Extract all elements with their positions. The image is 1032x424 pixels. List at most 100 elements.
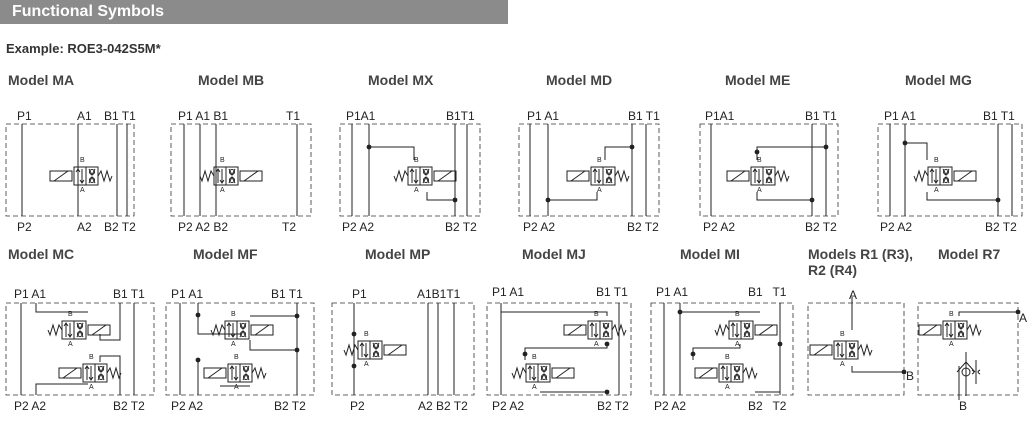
- port-label: A: [1019, 311, 1028, 325]
- valve-port-label: A: [594, 341, 599, 348]
- port-label: A: [849, 288, 858, 302]
- port-label: B2 T2: [104, 220, 136, 234]
- valve-port-label: B: [735, 311, 740, 318]
- solenoid-coil: [383, 344, 407, 356]
- valve-envelope: [833, 340, 847, 360]
- solenoid-valve-symbol: [203, 363, 267, 383]
- manifold-outline: [170, 123, 312, 217]
- junction-dot: [777, 341, 783, 347]
- valve-port-label: B: [597, 157, 602, 164]
- solenoid-coil: [566, 170, 590, 182]
- solenoid-coil: [203, 367, 227, 379]
- model-title-mb: Model MB: [198, 72, 265, 88]
- manifold-outline: [339, 123, 481, 217]
- flow-line: [249, 340, 297, 351]
- section-title: Functional Symbols: [12, 3, 165, 20]
- flow-line: [35, 303, 88, 313]
- model-title-mi: Model MI: [680, 246, 740, 262]
- flow-line: [604, 146, 632, 160]
- port-label: T1: [286, 109, 301, 123]
- valve-port-label: A: [532, 384, 537, 391]
- junction-dot: [294, 313, 300, 319]
- solenoid-coil: [563, 324, 587, 336]
- spring: [913, 169, 929, 183]
- model-title-mf: Model MF: [193, 246, 258, 262]
- flow-line: [548, 192, 598, 201]
- flow-line: [958, 311, 1018, 316]
- port-label: B2 T2: [805, 220, 837, 234]
- solenoid-coil: [918, 324, 942, 336]
- valve-port-label: A: [840, 361, 845, 368]
- example-code: Example: ROE3-042S5M*: [6, 41, 161, 56]
- model-title-me: Model ME: [725, 72, 791, 88]
- solenoid-valve-symbol: [913, 166, 977, 186]
- spring: [343, 343, 359, 357]
- solenoid-valve-symbol: [49, 166, 113, 186]
- valve-port-label: A: [89, 384, 94, 391]
- solenoid-valve-symbol: [809, 340, 873, 360]
- manifold-outline: [917, 302, 1019, 396]
- port-label: P1 A1 B1: [178, 109, 229, 123]
- valve-port-label: A: [757, 187, 762, 194]
- port-label: P1: [352, 287, 367, 301]
- spring: [97, 169, 113, 183]
- spring: [714, 323, 730, 337]
- port-label: B2 T2: [274, 399, 306, 413]
- solenoid-valve-symbol: [199, 166, 263, 186]
- solenoid-coil: [953, 170, 977, 182]
- port-label: A1B1T1: [417, 287, 461, 301]
- flow-line: [501, 311, 608, 316]
- junction-dot: [1015, 309, 1021, 315]
- valve-port-label: A: [597, 187, 602, 194]
- flow-line: [904, 124, 928, 160]
- flow-line: [926, 192, 998, 201]
- valve-port-label: A: [414, 187, 419, 194]
- junction-dot: [351, 363, 357, 369]
- junction-dot: [351, 331, 357, 337]
- port-label: P1A1: [705, 109, 735, 123]
- port-label: P2 A2: [171, 399, 204, 413]
- flow-line: [679, 303, 760, 313]
- port-label: A2: [77, 220, 92, 234]
- valve-envelope: [224, 320, 238, 340]
- flow-lines: [20, 124, 1021, 400]
- junction-dot: [545, 197, 551, 203]
- valve-port-label: B: [414, 157, 419, 164]
- port-label: B2 T2: [445, 220, 477, 234]
- solenoid-valve-symbol: [511, 363, 575, 383]
- valve-envelope: [927, 166, 941, 186]
- solenoid-coil: [551, 367, 575, 379]
- valve-port-label: A: [934, 187, 939, 194]
- valve-envelope: [537, 363, 551, 383]
- valve-port-label: A: [725, 384, 730, 391]
- port-label: P1 A1: [527, 109, 560, 123]
- valve-envelope: [61, 320, 75, 340]
- valve-port-label: B: [364, 331, 369, 338]
- valve-port-label: B: [89, 354, 94, 361]
- solenoid-coil: [58, 367, 82, 379]
- solenoid-coil: [250, 324, 274, 336]
- flow-line: [851, 366, 904, 373]
- valve-port-label: A: [220, 187, 225, 194]
- valve-port-label: A: [735, 341, 740, 348]
- junction-dot: [901, 369, 907, 375]
- port-label: B1 T1: [628, 109, 660, 123]
- solenoid-valve-symbol: [210, 320, 274, 340]
- flow-line: [756, 146, 826, 160]
- junction-dot: [604, 389, 610, 395]
- port-label: B2 T2: [748, 399, 787, 413]
- solenoid-coil: [239, 170, 263, 182]
- manifold-outline: [877, 123, 1023, 217]
- port-label: B: [906, 369, 915, 383]
- valve-port-label: B: [757, 157, 762, 164]
- model-title-mx: Model MX: [368, 72, 434, 88]
- manifold-outline: [650, 302, 794, 396]
- port-label: B1 T1: [748, 285, 787, 299]
- model-title-mg: Model MG: [905, 72, 972, 88]
- spring: [106, 366, 122, 380]
- port-label: P1 A1: [884, 109, 917, 123]
- port-label: B2 T2: [113, 399, 145, 413]
- valve-port-label: B: [725, 354, 730, 361]
- solenoid-valve-symbol: [393, 166, 457, 186]
